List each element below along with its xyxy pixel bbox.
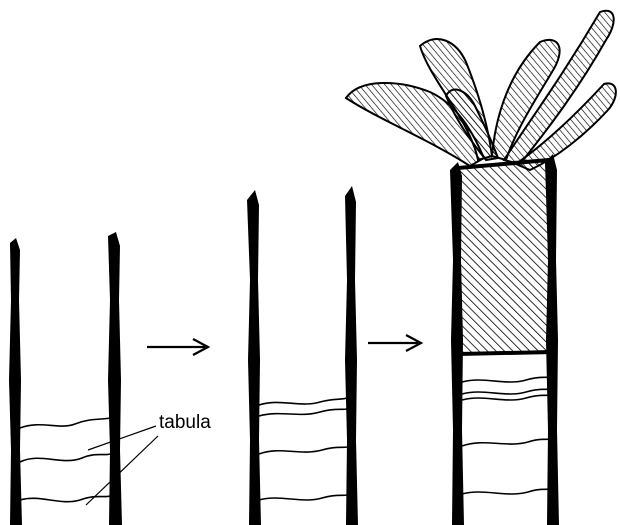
stage-1-tabula-upper-edge [20,454,110,462]
stage-2-tabula-1 [259,398,347,405]
stage-3-right-wall [545,154,559,525]
stage-3-tabula-4 [462,439,548,446]
stage-2-left-wall [247,190,261,525]
stage-1-tabula-upper [20,418,110,428]
tabula-leader-line-1 [88,426,156,450]
stage-3-tabula-1 [462,377,548,382]
stage-3-tube [346,11,616,525]
polyp-body [458,160,552,354]
stage-2-tabula-3 [259,447,347,454]
arrow-2 [368,335,421,351]
stage-3-tabula-3 [462,395,548,400]
stage-1-tabula-lower [20,496,110,502]
stage-3-tabula-2 [462,389,548,394]
stage-1-left-wall [9,238,22,525]
tabula-annotation: tabula [86,412,211,505]
arrow-1 [147,339,208,355]
stage-2-tabula-4 [259,495,347,500]
stage-2-tabula-2 [259,409,347,416]
stage-1-right-wall [108,232,122,525]
stage-1-tube [9,232,122,525]
stage-2-tube [247,186,358,525]
stage-2-right-wall [345,186,358,525]
tabula-label: tabula [159,412,211,433]
polyp-tentacles [346,11,616,170]
stage-3-tabula-5 [462,489,548,494]
